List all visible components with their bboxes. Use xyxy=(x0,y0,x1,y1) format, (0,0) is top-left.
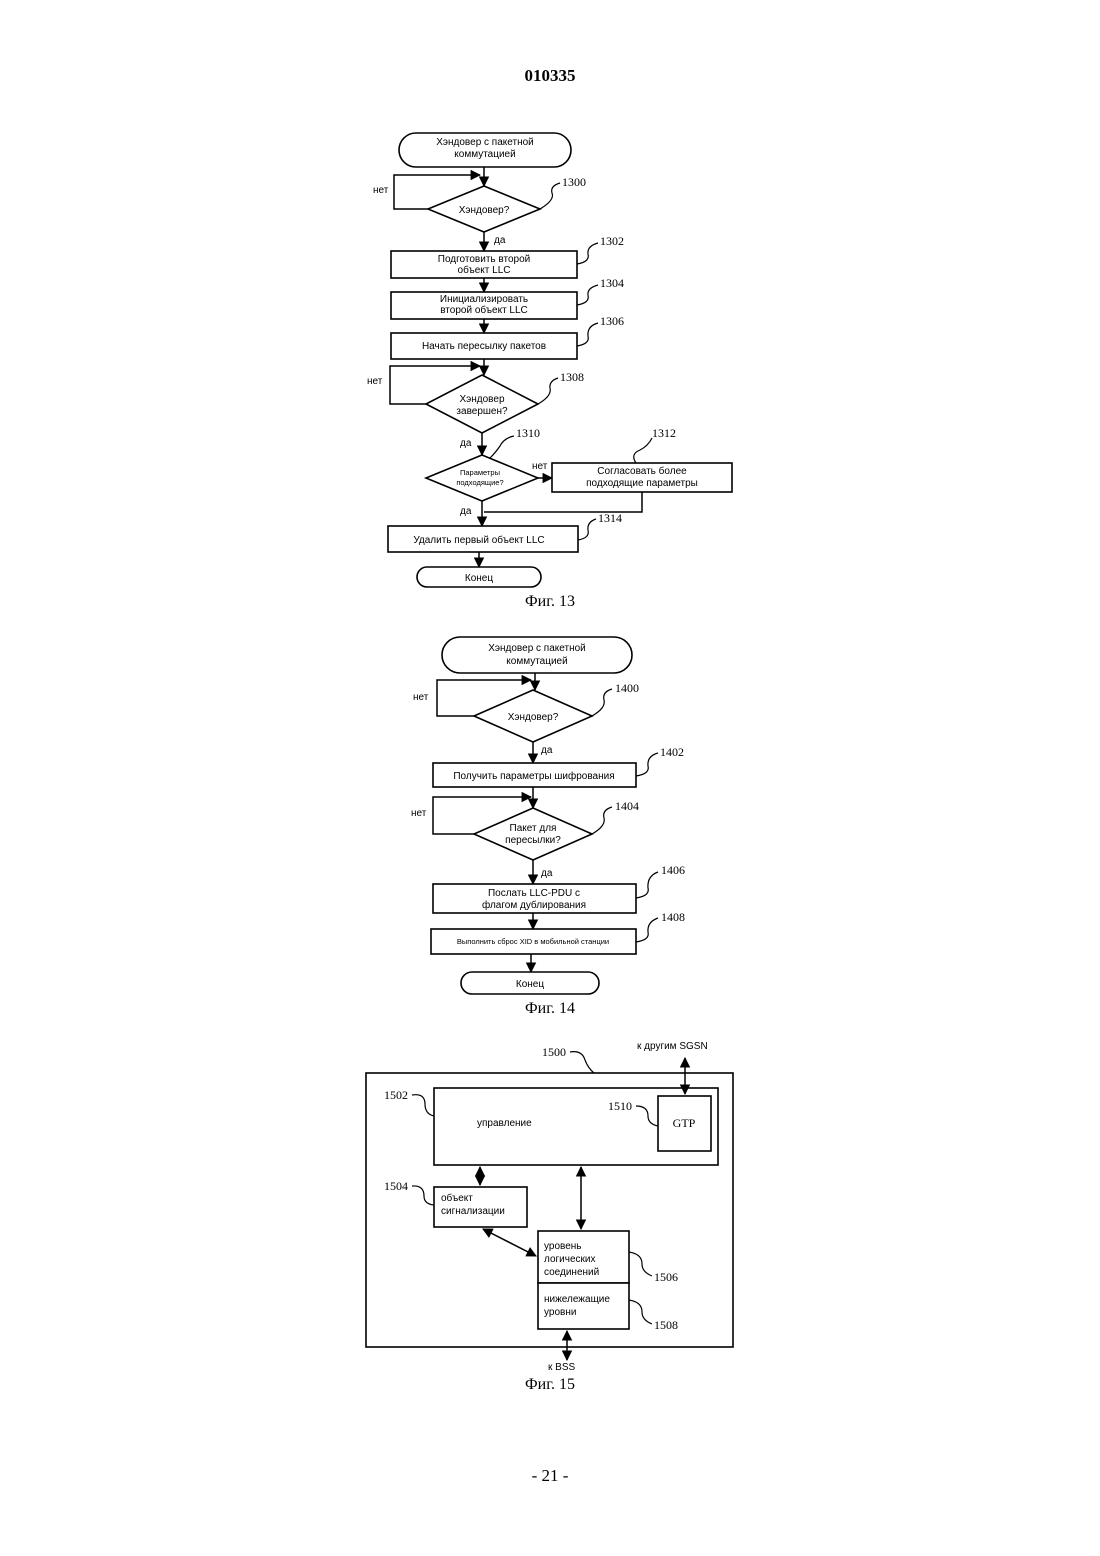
label-line: Хэндовер с пакетной xyxy=(436,137,534,148)
fig14-d1404-no: нет xyxy=(411,808,427,819)
label-line: подходящие параметры xyxy=(586,478,698,489)
fig15-top-label: к другим SGSN xyxy=(637,1041,708,1052)
fig13-box-delete-llc-label: Удалить первый объект LLC xyxy=(413,534,544,546)
fig13-ref-1310: 1310 xyxy=(516,426,540,440)
fig14-end-label: Конец xyxy=(516,979,544,990)
fig15-ref-1500: 1500 xyxy=(542,1045,566,1059)
fig14-decision-handover-label: Хэндовер? xyxy=(508,712,559,723)
label-line: объект xyxy=(441,1192,473,1204)
figure-13: Хэндовер с пакетнойкоммутацией Хэндовер?… xyxy=(367,133,732,610)
label-line: нижележащие xyxy=(544,1294,610,1305)
fig15-ref-1508: 1508 xyxy=(654,1318,678,1332)
label-line: Хэндовер с пакетной xyxy=(488,643,586,654)
fig13-box-start-forwarding-label: Начать пересылку пакетов xyxy=(422,341,546,352)
fig13-d1300-no: нет xyxy=(373,185,389,196)
label-line: Хэндовер? xyxy=(508,712,559,723)
fig13-ref-1302: 1302 xyxy=(600,234,624,248)
fig13-decision-handover-label: Хэндовер? xyxy=(459,205,510,216)
fig14-decision-packet-label: Пакет дляпересылки? xyxy=(505,823,561,846)
fig14-box-get-cipher-params-label: Получить параметры шифрования xyxy=(453,770,614,782)
fig15-caption: Фиг. 15 xyxy=(525,1376,575,1393)
fig13-ref-1300: 1300 xyxy=(562,175,586,189)
fig13-d1300-yes: да xyxy=(494,235,506,246)
label-line: объект LLC xyxy=(458,264,511,276)
label-line: логических xyxy=(544,1254,595,1265)
label-line: Удалить первый объект LLC xyxy=(413,534,544,546)
fig15-control-label: управление xyxy=(477,1118,532,1129)
fig13-decision-handover-complete-label: Хэндоверзавершен? xyxy=(456,394,508,417)
label-line: Хэндовер? xyxy=(459,205,510,216)
fig13-box-init-llc-label: Инициализироватьвторой объект LLC xyxy=(440,294,528,316)
fig13-ref-1308: 1308 xyxy=(560,370,584,384)
label-line: Выполнить сброс XID в мобильной станции xyxy=(457,937,609,946)
fig15-ref-1510: 1510 xyxy=(608,1099,632,1113)
fig14-ref-1408: 1408 xyxy=(661,910,685,924)
label-line: Пакет для xyxy=(510,823,557,834)
label-line: флагом дублирования xyxy=(482,899,586,911)
fig13-d1308-yes: да xyxy=(460,438,472,449)
label-line: Начать пересылку пакетов xyxy=(422,341,546,352)
fig14-decision-packet xyxy=(474,808,592,860)
fig13-ref-1312: 1312 xyxy=(652,426,676,440)
label-line: уровни xyxy=(544,1307,576,1318)
label-line: пересылки? xyxy=(505,835,561,846)
fig14-d1404-yes: да xyxy=(541,868,553,879)
fig14-ref-1402: 1402 xyxy=(660,745,684,759)
label-line: Хэндовер xyxy=(459,394,504,405)
label-line: подходящие? xyxy=(456,478,503,487)
fig13-end-label: Конец xyxy=(465,573,493,584)
fig15-bottom-label: к BSS xyxy=(548,1362,575,1373)
figure-14: Хэндовер с пакетной коммутацией Хэндовер?… xyxy=(411,637,685,1017)
label-line: коммутацией xyxy=(454,149,515,160)
fig14-ref-1404: 1404 xyxy=(615,799,639,813)
fig14-box-xid-reset-label: Выполнить сброс XID в мобильной станции xyxy=(457,937,609,946)
fig13-d1308-no: нет xyxy=(367,376,383,387)
fig15-ref-1502: 1502 xyxy=(384,1088,408,1102)
fig13-caption: Фиг. 13 xyxy=(525,593,575,610)
label-line: завершен? xyxy=(456,406,508,417)
page-number: - 21 - xyxy=(0,1466,1100,1486)
fig13-decision-parameters-label: Параметрыподходящие? xyxy=(456,468,503,487)
label-line: Согласовать более xyxy=(597,465,687,477)
label-line: Подготовить второй xyxy=(438,254,530,265)
label-line: Инициализировать xyxy=(440,294,528,305)
fig15-ref-1506: 1506 xyxy=(654,1270,678,1284)
fig13-d1310-no: нет xyxy=(532,461,548,472)
label-line: соединений xyxy=(544,1267,599,1278)
label-line: сигнализации xyxy=(441,1206,505,1217)
fig13-ref-1314: 1314 xyxy=(598,511,622,525)
label-line: Получить параметры шифрования xyxy=(453,770,614,782)
fig13-ref-1304: 1304 xyxy=(600,276,624,290)
label-line: второй объект LLC xyxy=(440,304,528,316)
figure-15: к другим SGSN 1500 управление 1502 GTP 1… xyxy=(366,1041,733,1393)
fig15-lower-layers-box xyxy=(538,1283,629,1329)
fig14-box-send-llc-pdu-label: Послать LLC-PDU сфлагом дублирования xyxy=(482,888,586,911)
label-line: коммутацией xyxy=(506,656,567,667)
label-line: уровень xyxy=(544,1241,582,1252)
fig15-gtp-label: GTP xyxy=(673,1116,696,1130)
fig13-ref-1306: 1306 xyxy=(600,314,624,328)
fig14-d1400-no: нет xyxy=(413,692,429,703)
fig14-caption: Фиг. 14 xyxy=(525,1000,575,1017)
fig15-ref-1504: 1504 xyxy=(384,1179,408,1193)
fig14-ref-1400: 1400 xyxy=(615,681,639,695)
label-line: Параметры xyxy=(460,468,500,477)
fig14-ref-1406: 1406 xyxy=(661,863,685,877)
label-line: Послать LLC-PDU с xyxy=(488,888,580,899)
fig13-d1310-yes: да xyxy=(460,506,472,517)
fig14-d1400-yes: да xyxy=(541,745,553,756)
